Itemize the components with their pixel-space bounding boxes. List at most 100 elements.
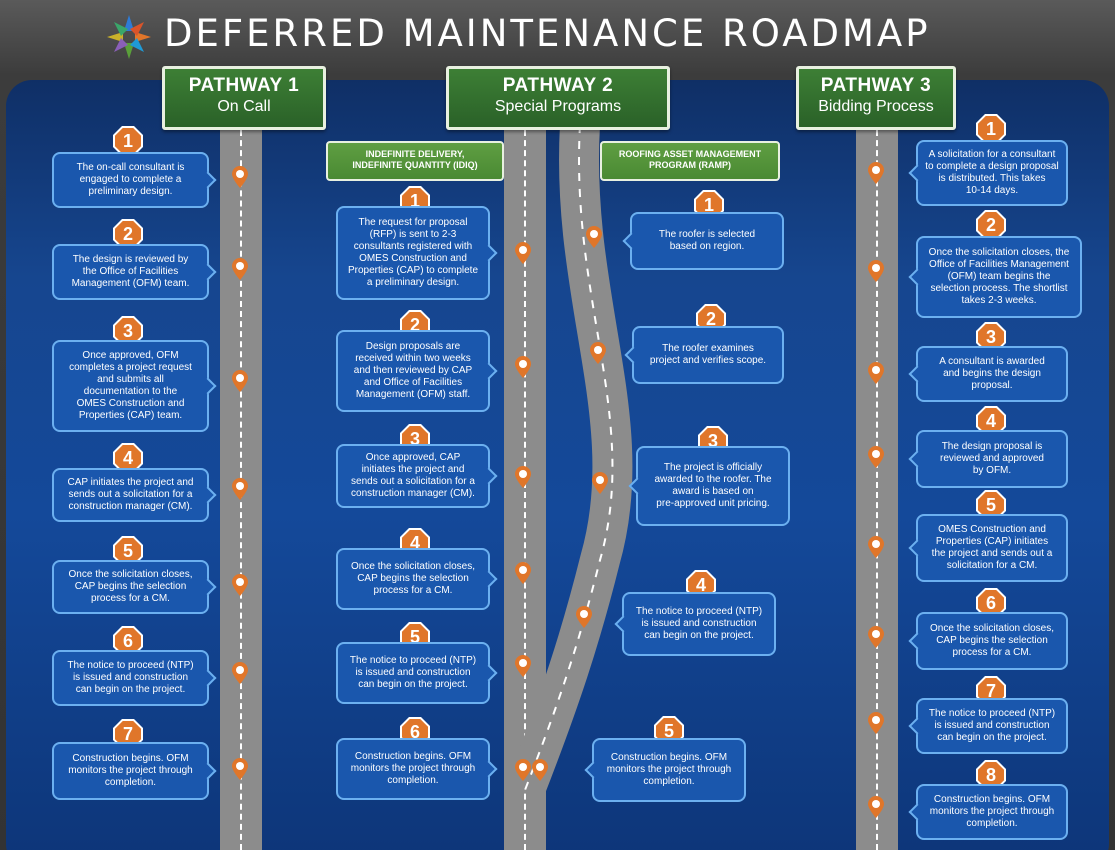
step-text-line: OMES Construction and xyxy=(76,398,185,409)
location-pin-icon xyxy=(232,166,248,188)
step-text-line: CAP begins the selection xyxy=(74,581,187,592)
step-text-line: Once approved, CAP xyxy=(365,452,461,463)
location-pin-icon xyxy=(868,446,884,468)
step-number: 4 xyxy=(978,408,1004,434)
step-text-line: CAP begins the selection xyxy=(357,573,469,584)
step-text-line: is issued and construction xyxy=(72,672,189,683)
step-text-line: takes 2-3 weeks. xyxy=(961,295,1037,306)
step-text-line: process for a CM. xyxy=(373,585,453,596)
location-pin-icon xyxy=(232,574,248,596)
location-pin-icon xyxy=(586,226,602,248)
step-text-line: can begin on the project. xyxy=(75,684,186,695)
step-text: The notice to proceed (NTP)is issued and… xyxy=(636,606,762,642)
location-pin-icon xyxy=(232,370,248,392)
step-text-line: and submits all xyxy=(97,374,164,385)
step-text-line: completion. xyxy=(387,775,439,786)
step-text-line: The roofer is selected xyxy=(658,229,756,240)
location-pin-icon xyxy=(868,260,884,282)
step-number: 3 xyxy=(978,324,1004,350)
step-text-line: process for a CM. xyxy=(952,647,1032,658)
pathway3-step-6-box: Once the solicitation closes,CAP begins … xyxy=(908,612,1068,670)
step-text-line: (OFM) team begins the xyxy=(947,271,1051,282)
step-text: Once the solicitation closes,CAP begins … xyxy=(351,561,475,597)
step-text: Once the solicitation closes,CAP begins … xyxy=(930,623,1054,659)
step-text-line: is issued and construction xyxy=(641,618,757,629)
step-text-line: awarded to the roofer. The xyxy=(654,474,772,485)
location-pin-icon xyxy=(868,536,884,558)
step-text-line: The project is officially xyxy=(663,462,763,473)
location-pin-icon xyxy=(590,342,606,364)
step-text-line: the project and sends out a xyxy=(931,548,1053,559)
pathway-1-label: PATHWAY 1 xyxy=(188,75,300,96)
location-pin-icon xyxy=(515,562,531,584)
step-number: 6 xyxy=(978,590,1004,616)
step-text-line: consultants registered with xyxy=(353,241,473,252)
step-text-line: monitors the project through xyxy=(68,765,193,776)
location-pin-icon xyxy=(232,258,248,280)
location-pin-icon xyxy=(232,758,248,780)
pathway-1-header: PATHWAY 1 On Call xyxy=(162,66,326,130)
step-text-line: proposal. xyxy=(971,380,1013,391)
step-number: 4 xyxy=(115,445,141,471)
step-text-line: initiates the project and xyxy=(361,464,465,475)
pathway-3-sublabel: Bidding Process xyxy=(818,98,934,115)
step-text-line: can begin on the project. xyxy=(358,679,468,690)
step-text-line: sends out a solicitation for a xyxy=(351,476,475,487)
step-number: 6 xyxy=(115,628,141,654)
step-text: The notice to proceed (NTP)is issued and… xyxy=(67,660,193,696)
step-text-line: and Office of Facilities xyxy=(363,377,463,388)
step-text-line: Construction begins. OFM xyxy=(72,753,189,764)
step-text-line: monitors the project through xyxy=(606,764,732,775)
location-pin-icon xyxy=(868,162,884,184)
location-pin-icon xyxy=(515,356,531,378)
idiq-step-1-box: The request for proposal(RFP) is sent to… xyxy=(336,206,498,300)
step-text-line: documentation to the xyxy=(83,386,178,397)
step-text-line: is issued and construction xyxy=(934,720,1050,731)
step-text-line: and begins the design xyxy=(943,368,1041,379)
idiq-header: INDEFINITE DELIVERY, INDEFINITE QUANTITY… xyxy=(326,141,504,181)
pathway3-step-2-badge: 2 xyxy=(976,210,1006,240)
step-text-line: Properties (CAP) initiates xyxy=(935,536,1049,547)
step-number: 2 xyxy=(115,221,141,247)
step-text-line: The on-call consultant is xyxy=(76,162,185,173)
location-pin-icon xyxy=(515,242,531,264)
step-text-line: (RFP) is sent to 2-3 xyxy=(369,229,457,240)
location-pin-icon xyxy=(515,466,531,488)
step-text-line: solicitation for a CM. xyxy=(946,560,1038,571)
ramp-step-4-box: The notice to proceed (NTP)is issued and… xyxy=(614,592,776,656)
pathway-2-label: PATHWAY 2 xyxy=(502,75,614,96)
idiq-step-4-box: Once the solicitation closes,CAP begins … xyxy=(336,548,498,610)
step-text-line: A solicitation for a consultant xyxy=(928,149,1056,160)
step-number: 3 xyxy=(115,318,141,344)
step-text-line: completion. xyxy=(966,818,1018,829)
step-text-line: Once the solicitation closes, xyxy=(68,569,193,580)
step-text-line: construction manager (CM). xyxy=(68,501,193,512)
step-text: The notice to proceed (NTP)is issued and… xyxy=(929,708,1055,744)
location-pin-icon xyxy=(868,626,884,648)
step-text-line: Once the solicitation closes, xyxy=(351,561,475,572)
step-text-line: The roofer examines xyxy=(662,343,754,354)
pathway-2-header: PATHWAY 2 Special Programs xyxy=(446,66,670,130)
step-text-line: OMES Construction and xyxy=(359,253,467,264)
pathway3-step-1-badge: 1 xyxy=(976,114,1006,144)
step-text-line: The design is reviewed by xyxy=(72,254,189,265)
step-text-line: Construction begins. OFM xyxy=(933,794,1051,805)
step-text-line: completion. xyxy=(643,776,695,787)
